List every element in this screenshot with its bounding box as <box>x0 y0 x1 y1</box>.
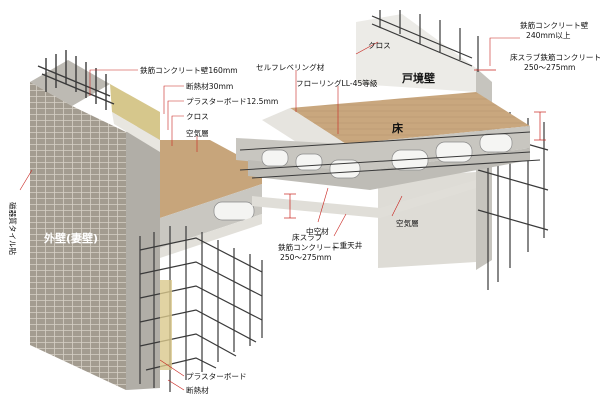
label-cloth-top: クロス <box>368 41 391 50</box>
leader <box>159 359 185 377</box>
label-slab-right-1: 床スラブ鉄筋コンクリート <box>510 52 600 62</box>
main-slab <box>236 92 541 218</box>
plasterboard-strip <box>112 112 160 152</box>
hollow-tube <box>435 141 473 163</box>
leader <box>167 100 184 130</box>
rebar <box>477 169 549 191</box>
rebar <box>371 15 473 59</box>
hollow-tube <box>479 133 513 153</box>
label-air-left: 空気層 <box>186 128 209 138</box>
label-rc-party-wall-1: 鉄筋コンクリート壁 <box>520 20 589 30</box>
insulation-strip <box>110 84 160 140</box>
stirrup <box>139 285 263 321</box>
label-tile: 磁器質タイル貼 <box>8 202 18 256</box>
hollow-tube <box>295 153 323 171</box>
double-ceiling <box>252 180 476 218</box>
label-plasterboard: プラスターボード <box>186 372 247 381</box>
rebar <box>477 209 549 231</box>
rebar <box>41 73 115 105</box>
exterior-wall-side <box>126 116 160 390</box>
column-insulation <box>160 280 172 370</box>
label-rc-wall: 鉄筋コンクリート壁160mm <box>140 65 238 75</box>
label-cloth-left: クロス <box>186 112 209 121</box>
label-flooring: フローリングLL-45等級 <box>296 78 378 88</box>
label-slab-center-2: 鉄筋コンクリート <box>278 242 339 252</box>
dimension-marks <box>284 69 546 219</box>
leader-lines <box>19 37 520 391</box>
hollow-tube <box>261 149 289 167</box>
rebar <box>239 131 531 151</box>
label-plasterboard-125: プラスターボード12.5mm <box>186 97 278 106</box>
leader <box>391 195 403 217</box>
label-slab-center-3: 250〜275mm <box>280 253 331 262</box>
label-insulation-30: 断熱材30mm <box>186 81 233 91</box>
slab-rebars <box>239 131 541 179</box>
rebar <box>371 23 473 67</box>
label-rc-party-wall-2: 240mm以上 <box>526 31 571 40</box>
hollow-tubes <box>261 133 513 179</box>
stirrup <box>139 333 237 357</box>
label-self-leveling: セルフレベリング材 <box>256 62 325 72</box>
party-wall-upper <box>356 14 476 92</box>
rebar <box>239 151 531 171</box>
leader <box>171 115 184 146</box>
label-double-ceiling: 二重天井 <box>332 240 363 250</box>
exterior-wall <box>30 60 160 390</box>
label-insulation: 断熱材 <box>186 385 209 395</box>
rebar <box>251 159 541 179</box>
leader <box>163 85 184 114</box>
label-exterior-wall: 外壁(妻壁) <box>43 231 98 245</box>
leader <box>89 69 138 96</box>
label-air-right: 空気層 <box>396 218 419 228</box>
stirrup <box>139 237 263 273</box>
label-party-wall: 戸境壁 <box>402 71 435 85</box>
label-floor: 床 <box>392 121 404 135</box>
label-slab-center-1: 床スラブ <box>292 232 323 242</box>
flooring-surface <box>290 92 530 144</box>
left-wall-rebars <box>37 50 115 110</box>
leader <box>333 213 347 237</box>
label-slab-right-2: 250〜275mm <box>524 63 575 72</box>
leader <box>489 37 520 66</box>
label-hollow: 中空材 <box>306 226 329 236</box>
hollow-tube <box>329 159 361 179</box>
leader <box>317 187 329 223</box>
tile-face <box>30 82 126 390</box>
leader <box>355 41 379 55</box>
hollow-tube <box>213 201 255 221</box>
leader <box>19 169 33 191</box>
stirrup <box>139 261 263 297</box>
leader <box>167 379 185 391</box>
stirrup <box>139 309 257 343</box>
hollow-tube <box>391 149 429 171</box>
party-wall-lower <box>378 172 476 268</box>
rebar <box>37 65 111 97</box>
